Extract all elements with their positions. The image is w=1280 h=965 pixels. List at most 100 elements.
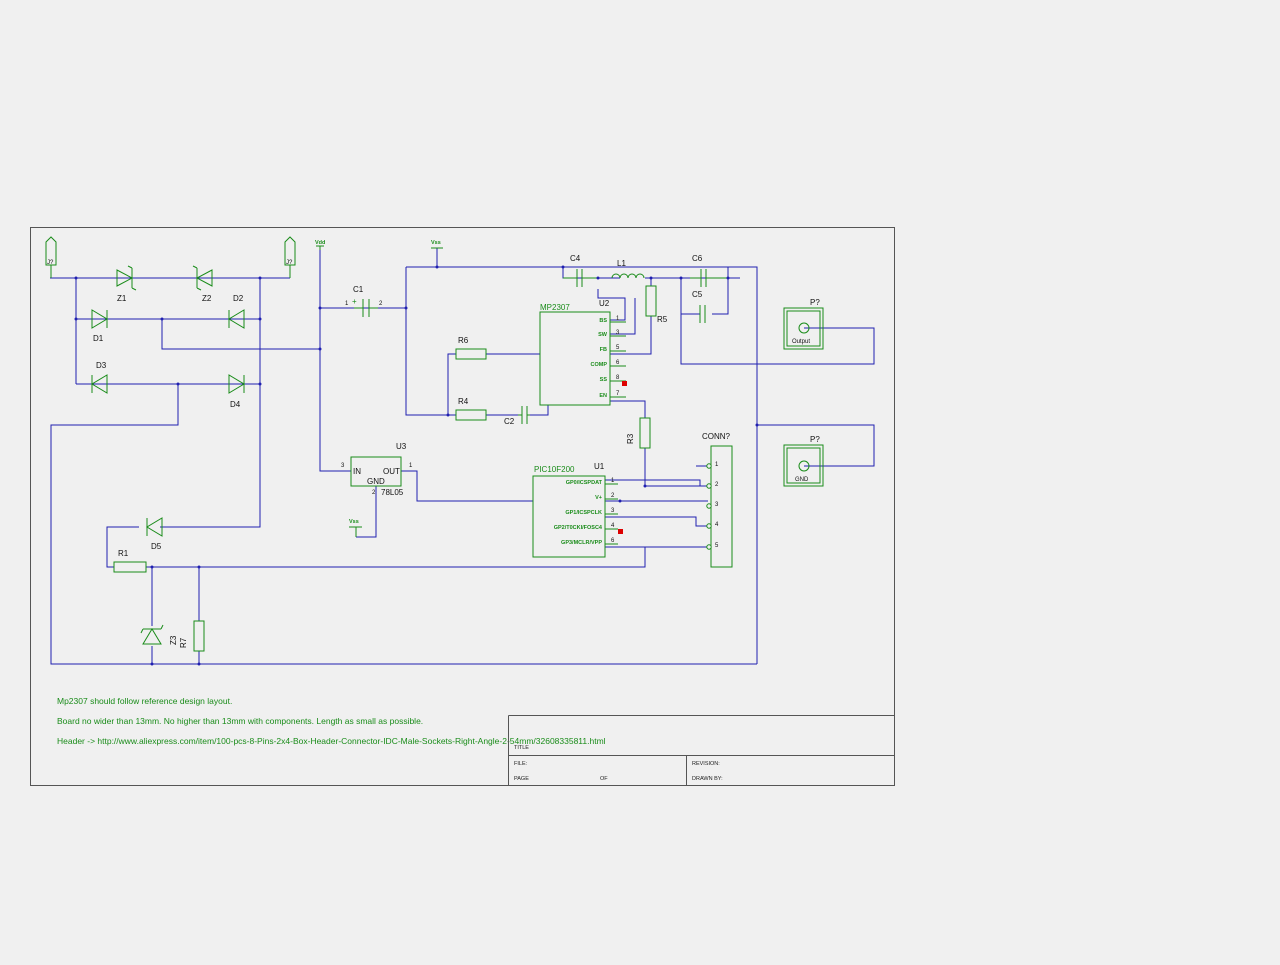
u1-pin-name: GP1/ICSPCLK	[565, 510, 602, 516]
junctions	[74, 265, 759, 666]
u2-pin-name: FB	[600, 347, 607, 353]
capacitor-c4: C4	[563, 254, 598, 287]
d3-label: D3	[96, 361, 107, 370]
u2-part: MP2307	[540, 303, 570, 312]
u1-pin-name: GP2/T0CKI/FOSC4	[554, 525, 603, 531]
title-block-of: OF	[600, 776, 608, 782]
conn-pin-number: 3	[715, 502, 719, 508]
conn-pin-marker	[706, 483, 712, 489]
u1-pin-name: V+	[595, 495, 602, 501]
resistor-r7: R7	[179, 620, 205, 652]
probe-gnd-ref: P?	[810, 435, 820, 444]
u3-pin-in-num: 3	[341, 463, 345, 469]
r7-label: R7	[179, 637, 188, 648]
u2-pin-number: 3	[616, 330, 620, 336]
title-block-revision: REVISION:	[692, 761, 720, 767]
u2-ss-no-connect	[622, 381, 627, 386]
vdd-label: Vdd	[315, 240, 325, 246]
note-dimensions: Board no wider than 13mm. No higher than…	[57, 716, 423, 726]
conn-pin-number: 1	[715, 462, 719, 468]
u1-ref: U1	[594, 462, 605, 471]
jack-right-label: J?	[286, 260, 293, 266]
title-block-title: TITLE	[514, 745, 529, 751]
resistor-r6: R6	[455, 336, 487, 360]
c6-label: C6	[692, 254, 703, 263]
diode-d1: D1	[91, 309, 108, 343]
c1-pin2: 2	[379, 301, 383, 307]
d1-label: D1	[93, 334, 104, 343]
vdd-symbol: Vdd	[315, 240, 325, 250]
u3-pin-out-num: 1	[409, 463, 413, 469]
vss-top-symbol: Vss	[431, 240, 443, 249]
resistor-r1: R1	[113, 549, 147, 573]
u1-pin-number: 6	[611, 538, 615, 544]
u2-pin-number: 8	[616, 375, 620, 381]
title-block-page: PAGE	[514, 776, 529, 782]
c2-label: C2	[504, 417, 515, 426]
note-layout: Mp2307 should follow reference design la…	[57, 696, 232, 706]
conn-pin-number: 4	[715, 522, 719, 528]
conn-pin-marker	[706, 544, 712, 550]
u2-pin-name: COMP	[591, 362, 608, 368]
u1-pin-name: GP0/ICSPDAT	[566, 480, 603, 486]
u1-pin-number: 4	[611, 523, 615, 529]
capacitor-c2: C2	[504, 406, 530, 426]
diode-d5: D5	[146, 517, 163, 551]
title-block-drawn-by: DRAWN BY:	[692, 776, 723, 782]
capacitor-c5: C5	[692, 290, 706, 323]
conn-pin-marker	[706, 503, 712, 509]
title-block-file: FILE:	[514, 761, 528, 767]
u2-ref: U2	[599, 299, 610, 308]
diode-d2: D2	[228, 294, 245, 329]
vss-bottom-symbol: Vss	[349, 519, 362, 537]
capacitor-c6: C6	[690, 254, 728, 287]
jack-left: J?	[45, 236, 57, 278]
c1-plus: +	[352, 297, 357, 306]
probe-output: P? Output	[783, 298, 824, 350]
inductor-l1: L1	[611, 259, 645, 279]
u2-pin-number: 6	[616, 360, 620, 366]
vss-top-label: Vss	[431, 240, 441, 246]
r5-label: R5	[657, 315, 668, 324]
wires	[50, 246, 875, 665]
u2-pin-name: BS	[599, 318, 607, 324]
z1-label: Z1	[117, 294, 127, 303]
probe-output-ref: P?	[810, 298, 820, 307]
r6-label: R6	[458, 336, 469, 345]
l1-label: L1	[617, 259, 626, 268]
z3-label: Z3	[169, 635, 178, 645]
u1-gp2-no-connect	[618, 529, 623, 534]
sheet-frame	[30, 227, 895, 786]
u2-pin-name: SW	[598, 332, 608, 338]
c4-label: C4	[570, 254, 581, 263]
diode-d4: D4	[228, 374, 245, 409]
conn-pin-number: 2	[715, 482, 719, 488]
conn-pin-marker	[706, 523, 712, 529]
u3-pin-out: OUT	[383, 467, 400, 476]
u2-pin-name: EN	[599, 393, 607, 399]
d5-label: D5	[151, 542, 162, 551]
r1-label: R1	[118, 549, 129, 558]
resistor-r3: R3	[626, 417, 651, 449]
u3-pin-in: IN	[353, 467, 361, 476]
u3-ref: U3	[396, 442, 407, 451]
conn-ref: CONN?	[702, 432, 731, 441]
u2-pin-number: 7	[616, 391, 620, 397]
u2-pin-number: 1	[616, 316, 620, 322]
resistor-r4: R4	[455, 397, 487, 421]
c1-pin1: 1	[345, 301, 349, 307]
jack-right: J?	[284, 236, 296, 278]
u1-pin-name: GP3/MCLR/VPP	[561, 540, 602, 546]
capacitor-c1: C1 1 2 +	[345, 285, 383, 317]
title-block: TITLE FILE: PAGE OF REVISION: DRAWN BY:	[508, 715, 895, 786]
c5-label: C5	[692, 290, 703, 299]
u1-pin-number: 2	[611, 493, 615, 499]
